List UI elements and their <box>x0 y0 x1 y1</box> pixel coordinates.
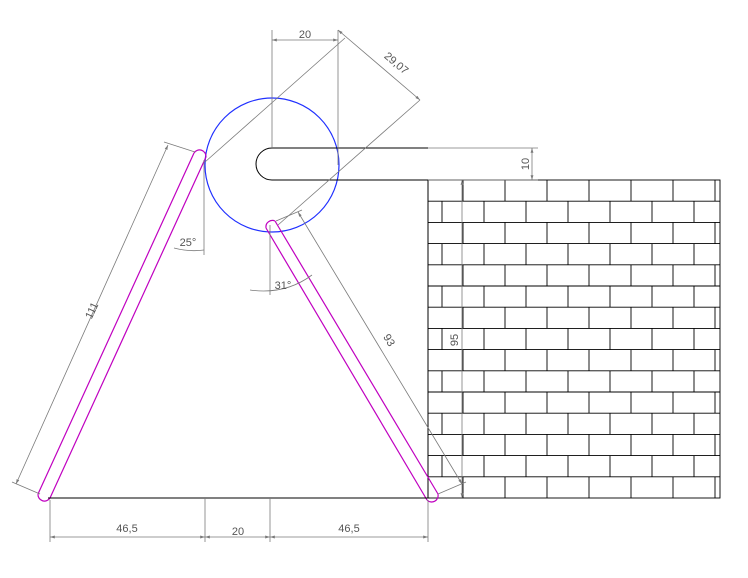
dim-bottom: 46,5 20 46,5 <box>49 498 429 542</box>
dim-left-angle-label: 25° <box>180 237 197 249</box>
dim-top-width-label: 20 <box>299 29 311 41</box>
left-rod <box>37 149 207 502</box>
dim-right-angle-label: 31° <box>275 280 292 292</box>
dim-diagonal-label: 29,07 <box>382 50 411 77</box>
brick-wall <box>427 179 721 499</box>
dim-bottom-right-label: 46,5 <box>338 523 359 535</box>
dim-left-angle: 25° <box>173 160 205 255</box>
slot-outline <box>255 147 428 181</box>
dim-left-rod: 111 <box>11 141 196 495</box>
dim-left-rod-label: 111 <box>83 301 101 321</box>
dim-bottom-middle-label: 20 <box>232 526 244 538</box>
dim-slot-height-label: 10 <box>520 158 532 170</box>
dim-right-angle: 31° <box>249 225 313 295</box>
dim-top-width: 20 <box>271 29 339 165</box>
right-rod <box>265 219 439 503</box>
dim-wall-height-label: 95 <box>449 334 461 346</box>
wall-outline <box>427 179 721 499</box>
dim-slot-height: 10 <box>428 147 538 181</box>
dim-wall-height: 95 <box>449 180 464 498</box>
dim-bottom-left-label: 46,5 <box>116 523 137 535</box>
dim-right-rod-label: 93 <box>380 332 397 349</box>
dim-diagonal: 29,07 <box>204 29 421 226</box>
dim-right-rod: 93 <box>275 209 467 495</box>
